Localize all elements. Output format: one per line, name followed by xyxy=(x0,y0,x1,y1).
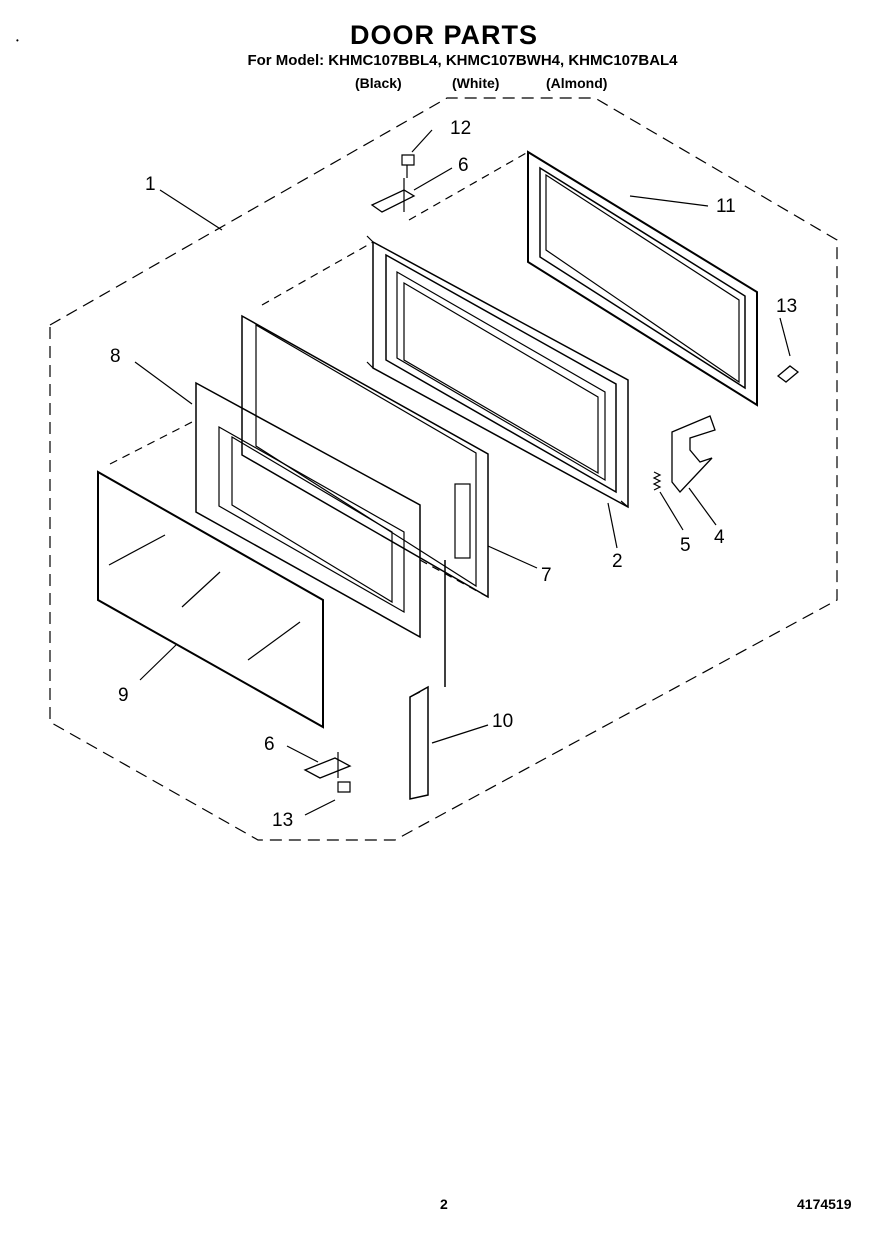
part-13-screw-right xyxy=(776,365,800,383)
callout-6-bottom: 6 xyxy=(264,734,275,755)
page-title: DOOR PARTS xyxy=(349,20,538,50)
part-6-top-hinge xyxy=(370,154,416,213)
model-line: For Model: KHMC107BBL4, KHMC107BWH4, KHM… xyxy=(247,52,678,69)
part-2-inner-door xyxy=(366,235,629,509)
part-7-door-frame xyxy=(241,314,489,599)
doc-number: 4174519 xyxy=(797,1196,852,1212)
callout-4: 4 xyxy=(714,527,725,548)
callout-13-right: 13 xyxy=(776,296,797,317)
part-10-handle xyxy=(409,560,446,800)
variant-almond: (Almond) xyxy=(546,75,608,91)
callout-12: 12 xyxy=(450,118,471,139)
variant-white: (White) xyxy=(452,75,500,91)
alignment-lines xyxy=(109,151,529,598)
corner-mark: • xyxy=(16,36,19,45)
part-8-choke-cover xyxy=(195,381,421,639)
callout-7: 7 xyxy=(541,565,552,586)
part-9-door-glass xyxy=(97,470,324,729)
part-5-spring xyxy=(652,471,662,491)
part-6-bottom-hinge xyxy=(303,752,352,793)
variant-black: (Black) xyxy=(355,75,402,91)
callout-5: 5 xyxy=(680,535,691,556)
callout-13-bottom: 13 xyxy=(272,810,293,831)
callout-10: 10 xyxy=(492,711,513,732)
callout-6-top: 6 xyxy=(458,155,469,176)
callout-2: 2 xyxy=(612,551,623,572)
leader-lines xyxy=(134,129,791,816)
callout-11: 11 xyxy=(716,196,736,217)
part-11-door-choke xyxy=(527,150,758,407)
part-4-latch xyxy=(671,415,716,493)
callout-9: 9 xyxy=(118,685,129,706)
callout-1: 1 xyxy=(145,174,156,195)
page-number: 2 xyxy=(440,1196,448,1212)
callout-labels: 1 2 4 5 6 6 7 8 9 10 11 12 13 13 xyxy=(110,118,797,831)
callout-8: 8 xyxy=(110,346,121,367)
assembly-boundary xyxy=(49,97,838,841)
